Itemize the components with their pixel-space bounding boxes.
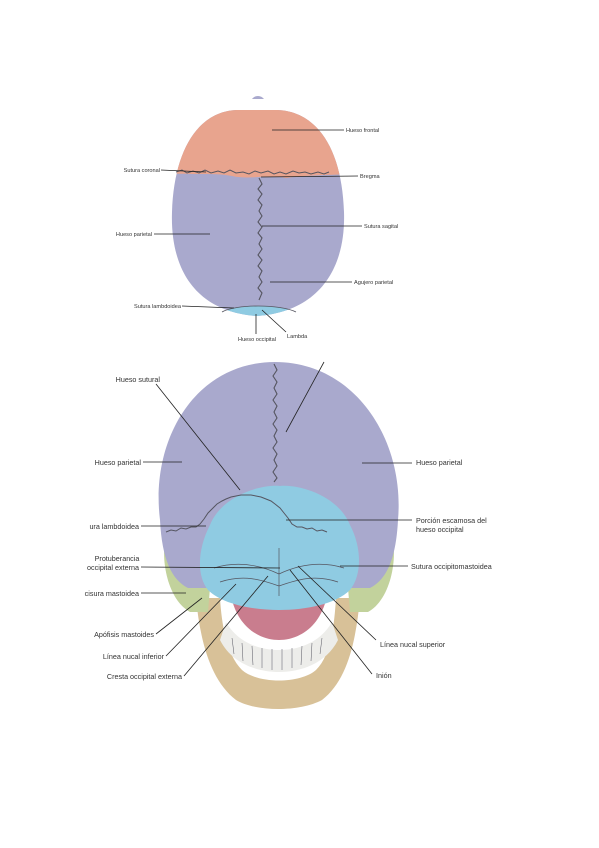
leader-bregma	[260, 175, 359, 178]
lambdoid-suture-top-line	[221, 305, 297, 313]
label-cresta-occipital-externa: Cresta occipital externa	[107, 672, 182, 681]
occipital-bone-posterior	[199, 485, 359, 610]
label-hueso-frontal: Hueso frontal	[346, 128, 379, 134]
frontal-top-notch	[252, 96, 264, 99]
leader-inion	[289, 569, 373, 675]
label-protuberancia-2: occipital externa	[87, 563, 139, 572]
leader-lambda	[261, 309, 287, 333]
lambdoid-suture-posterior	[165, 494, 328, 533]
sagittal-suture-line	[257, 177, 263, 301]
label-inion: Inión	[376, 671, 392, 680]
label-hueso-parietal-right: Hueso parietal	[416, 458, 463, 467]
leader-hueso-sutural	[155, 383, 241, 491]
label-sutura-occipitomastoidea: Sutura occipitomastoidea	[411, 562, 492, 571]
frontal-bone-top	[171, 110, 345, 178]
maxilla-palate	[232, 600, 326, 640]
nuchal-ridges	[213, 548, 345, 596]
label-incisura-mastoidea: cisura mastoidea	[85, 589, 139, 598]
label-bregma: Bregma	[360, 174, 380, 180]
label-porcion-escamosa-2: hueso occipital	[416, 525, 464, 534]
occipital-bone-top	[222, 306, 296, 316]
label-hueso-parietal-left: Hueso parietal	[95, 458, 142, 467]
leader-linea-nucal-superior	[297, 565, 377, 641]
label-sutura-coronal: Sutura coronal	[124, 168, 160, 174]
mandible	[196, 598, 360, 709]
leader-sutura-coronal	[160, 169, 207, 173]
sagittal-suture-posterior	[272, 363, 278, 483]
label-hueso-parietal: Hueso parietal	[116, 232, 152, 238]
label-hueso-sutural: Hueso sutural	[116, 375, 161, 384]
leader-apofisis-mastoides	[155, 597, 203, 635]
top-view: Hueso frontal Sutura coronal Bregma Hues…	[116, 96, 398, 343]
leader-sagittal-top	[285, 361, 325, 433]
label-protuberancia-1: Protuberancia	[95, 554, 140, 563]
posterior-view: Hueso sutural Hueso parietal Hueso parie…	[85, 361, 492, 709]
leader-sutura-lambdoidea	[181, 305, 235, 309]
leader-cresta-occipital	[183, 575, 269, 677]
label-agujero-parietal: Agujero parietal	[354, 280, 393, 286]
label-lambda: Lambda	[287, 334, 308, 340]
coronal-suture-line	[175, 169, 330, 175]
label-sutura-sagital: Sutura sagital	[364, 224, 398, 230]
label-apofisis-mastoides: Apófisis mastoides	[94, 630, 154, 639]
teeth	[220, 622, 338, 672]
label-sutura-lambdoidea: ura lambdoidea	[89, 522, 139, 531]
teeth-lines	[231, 637, 323, 670]
label-linea-nucal-inferior: Línea nucal inferior	[103, 652, 165, 661]
leader-protuberancia	[140, 566, 281, 569]
leader-linea-nucal-inferior	[165, 583, 237, 657]
label-porcion-escamosa-1: Porción escamosa del	[416, 516, 487, 525]
label-sutura-lambdoidea: Sutura lambdoidea	[134, 304, 182, 310]
teeth-row	[220, 622, 338, 672]
label-linea-nucal-superior: Línea nucal superior	[380, 640, 446, 649]
label-hueso-occipital: Hueso occipital	[238, 337, 276, 343]
